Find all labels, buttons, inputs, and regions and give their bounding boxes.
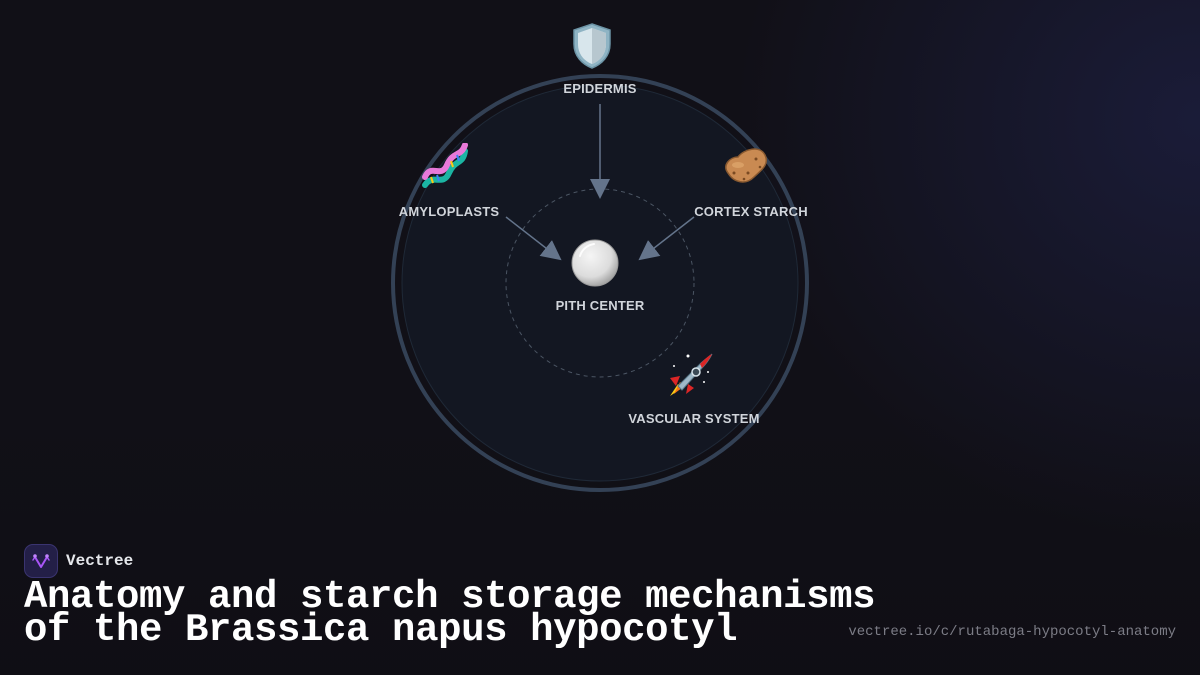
title-line-1: Anatomy and starch storage mechanisms (24, 575, 876, 619)
potato-icon (720, 143, 780, 203)
source-url-link[interactable]: vectree.io/c/rutabaga-hypocotyl-anatomy (848, 624, 1176, 640)
rocket-icon (664, 350, 724, 410)
page-title: Anatomy and starch storage mechanisms of… (24, 575, 876, 652)
white-circle-icon (570, 238, 630, 298)
hypocotyl-diagram: EPIDERMIS AMYLOPLASTS CORTEX STARCH (391, 22, 809, 492)
node-label-epidermis: EPIDERMIS (563, 81, 637, 96)
node-label-pith-center: PITH CENTER (555, 298, 645, 313)
node-label-amyloplasts: AMYLOPLASTS (398, 204, 500, 219)
shield-icon (570, 22, 630, 82)
brand: Vectree (24, 544, 133, 578)
arrow-amyloplasts-to-pith (505, 216, 562, 261)
title-line-2: of the Brassica napus hypocotyl (24, 608, 738, 652)
node-label-cortex-starch: CORTEX STARCH (694, 204, 808, 219)
vectree-logo-icon (24, 544, 58, 578)
dna-icon (419, 143, 479, 203)
outer-ring (391, 74, 809, 492)
brand-name: Vectree (66, 552, 134, 570)
node-label-vascular-system: VASCULAR SYSTEM (628, 411, 760, 426)
arrow-cortex-to-pith (638, 216, 695, 261)
